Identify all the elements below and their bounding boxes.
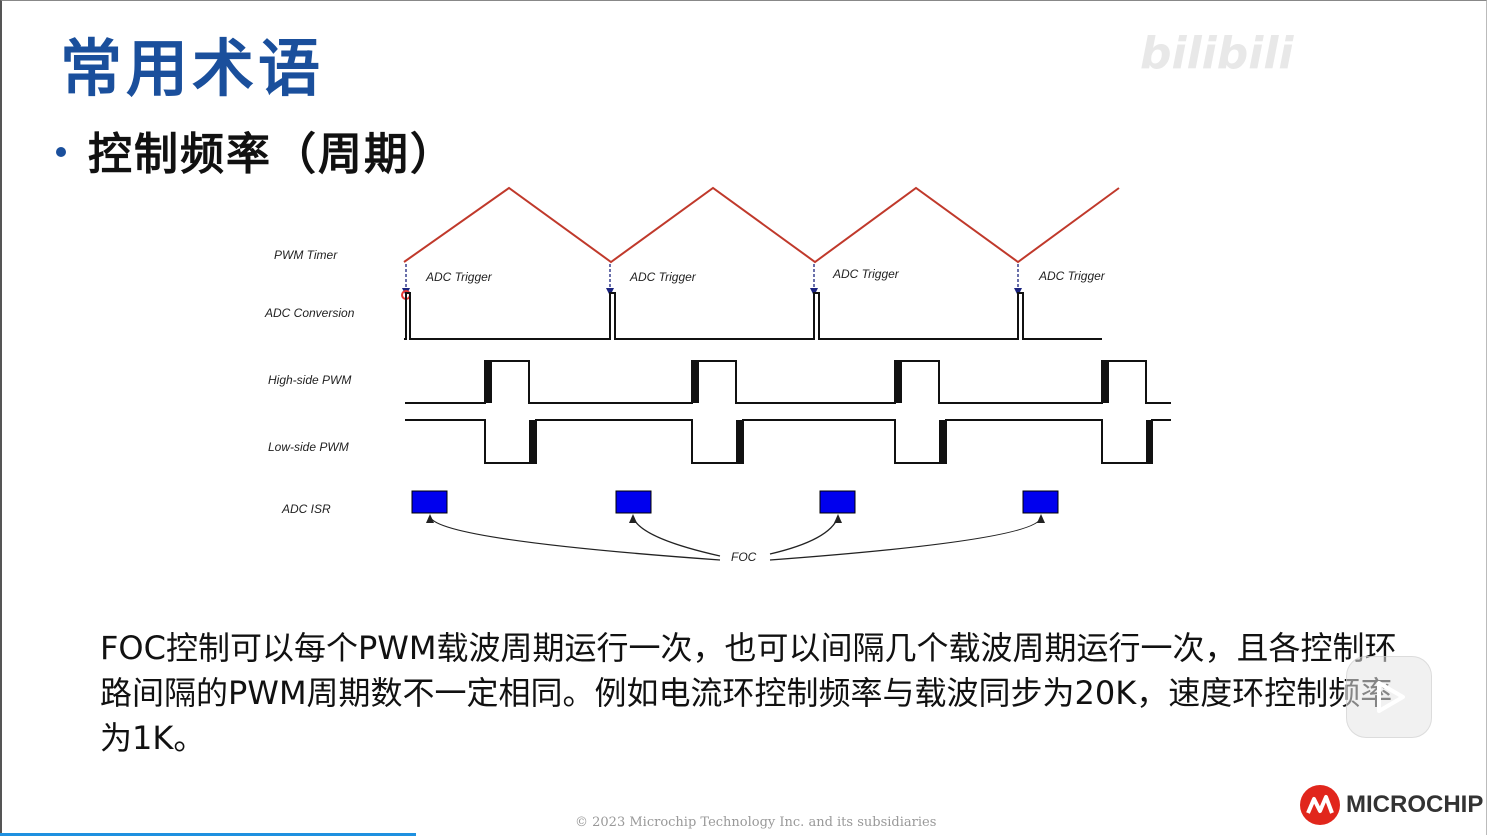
foc-arrow	[429, 516, 721, 561]
arrowhead-icon	[1037, 514, 1045, 523]
pwm-timer-wave	[403, 186, 1120, 264]
copyright-text: © 2023 Microchip Technology Inc. and its…	[575, 815, 937, 830]
isr-block	[819, 490, 856, 514]
high-side-pwm-wave	[405, 360, 1171, 404]
arrowhead-icon	[426, 514, 434, 523]
label-low-side-pwm: Low-side PWM	[268, 440, 349, 454]
label-adc-conversion: ADC Conversion	[264, 306, 355, 320]
label-pwm-timer: PWM Timer	[274, 248, 338, 262]
label-adc-isr: ADC ISR	[281, 502, 331, 516]
foc-arrow	[769, 516, 839, 555]
bullet-dot-icon	[56, 147, 66, 157]
foc-arrow	[632, 516, 721, 557]
low-side-pwm-wave	[405, 419, 1171, 464]
microchip-logo: MICROCHIP	[1300, 785, 1483, 825]
adc-isr-blocks	[411, 490, 1059, 514]
high-side-deadtime-marks	[485, 361, 1109, 403]
adc-trigger-label-1: ADC Trigger	[425, 270, 493, 284]
label-high-side-pwm: High-side PWM	[268, 373, 351, 387]
adc-conversion-wave	[404, 292, 1102, 340]
microchip-logo-icon	[1300, 785, 1340, 825]
adc-trigger-label-2: ADC Trigger	[629, 270, 697, 284]
isr-block	[615, 490, 652, 514]
bilibili-watermark: bilibili	[1140, 28, 1293, 79]
adc-trigger-label-4: ADC Trigger	[1038, 269, 1106, 283]
logo-text: MICROCHIP	[1346, 791, 1484, 818]
foc-arrowheads	[426, 514, 1045, 523]
foc-arrow	[769, 516, 1042, 561]
watermark-text: bilibili	[1140, 28, 1294, 79]
arrowhead-icon	[834, 514, 842, 523]
adc-trigger-label-3: ADC Trigger	[832, 267, 900, 281]
description-text: FOC控制可以每个PWM载波周期运行一次，也可以间隔几个载波周期运行一次，且各控…	[100, 629, 1397, 757]
video-progress-bar[interactable]	[0, 833, 416, 836]
bullet-text: 控制频率（周期）	[88, 129, 456, 180]
play-button[interactable]	[1346, 656, 1432, 738]
isr-block	[411, 490, 448, 514]
bullet-item: 控制频率（周期）	[56, 118, 456, 182]
low-side-deadtime-marks	[529, 420, 1153, 463]
adc-trigger-arrows	[405, 264, 1019, 292]
play-icon	[1377, 681, 1405, 713]
arrowhead-icon	[629, 514, 637, 523]
isr-block	[1022, 490, 1059, 514]
foc-label: FOC	[731, 550, 757, 564]
page-title: 常用术语	[60, 32, 325, 105]
trigger-arrowheads	[402, 288, 1022, 296]
